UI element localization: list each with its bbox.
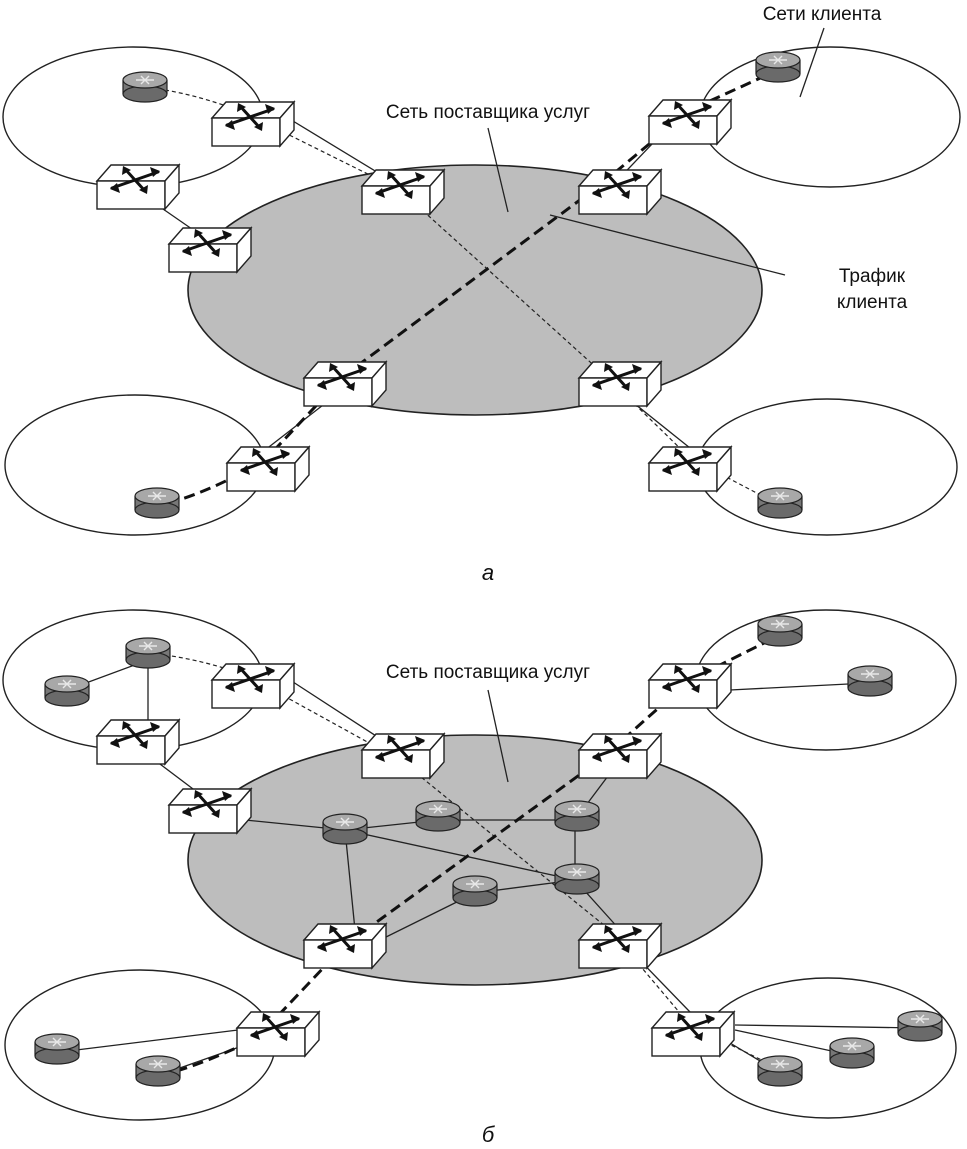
- router-icon: [44, 675, 90, 707]
- router-icon: [452, 875, 498, 907]
- switch-icon: [577, 360, 663, 408]
- router-icon: [757, 487, 803, 519]
- router-icon: [122, 71, 168, 103]
- switch-icon: [95, 718, 181, 766]
- switch-icon: [647, 662, 733, 710]
- provider-network: [187, 164, 763, 416]
- panel-a: Сети клиента Сеть поставщика услуг Трафи…: [2, 4, 961, 585]
- provider-network: [187, 734, 763, 986]
- leader-provider: [487, 689, 509, 783]
- router-icon: [34, 1033, 80, 1065]
- switch-icon: [210, 100, 296, 148]
- customer-traffic-label-2: клиента: [837, 292, 908, 313]
- switch-icon: [302, 922, 388, 970]
- customer-network-bottom-left: [4, 394, 266, 536]
- switch-icon: [235, 1010, 321, 1058]
- customer-networks-label: Сети клиента: [763, 4, 882, 25]
- caption-b: б: [482, 1122, 496, 1147]
- switch-icon: [167, 226, 253, 274]
- switch-icon: [360, 732, 446, 780]
- router-icon: [755, 51, 801, 83]
- customer-traffic-label-1: Трафик: [839, 266, 906, 287]
- router-icon: [554, 800, 600, 832]
- router-icon: [322, 813, 368, 845]
- switch-icon: [360, 168, 446, 216]
- router-icon: [134, 487, 180, 519]
- customer-network-bottom-right: [696, 398, 958, 536]
- switch-icon: [210, 662, 296, 710]
- caption-a: а: [482, 560, 494, 585]
- switch-icon: [647, 445, 733, 493]
- switch-icon: [650, 1010, 736, 1058]
- router-icon: [554, 863, 600, 895]
- leader-provider: [487, 127, 509, 213]
- panel-b: Сеть поставщика услуг б: [2, 609, 957, 1147]
- switch-icon: [225, 445, 311, 493]
- router-icon: [125, 637, 171, 669]
- router-icon: [757, 1055, 803, 1087]
- switch-icon: [302, 360, 388, 408]
- switch-icon: [167, 787, 253, 835]
- provider-network-label: Сеть поставщика услуг: [386, 662, 590, 683]
- router-icon: [897, 1010, 943, 1042]
- switch-icon: [577, 922, 663, 970]
- customer-network-top-right: [695, 609, 957, 751]
- switch-icon: [95, 163, 181, 211]
- router-icon: [847, 665, 893, 697]
- provider-network-label: Сеть поставщика услуг: [386, 102, 590, 123]
- customer-network-top-right: [699, 46, 961, 188]
- router-icon: [135, 1055, 181, 1087]
- switch-icon: [577, 168, 663, 216]
- leader-customer: [799, 27, 825, 98]
- router-icon: [415, 800, 461, 832]
- switch-icon: [647, 98, 733, 146]
- router-icon: [757, 615, 803, 647]
- leader-traffic: [549, 214, 786, 276]
- router-icon: [829, 1037, 875, 1069]
- switch-icon: [577, 732, 663, 780]
